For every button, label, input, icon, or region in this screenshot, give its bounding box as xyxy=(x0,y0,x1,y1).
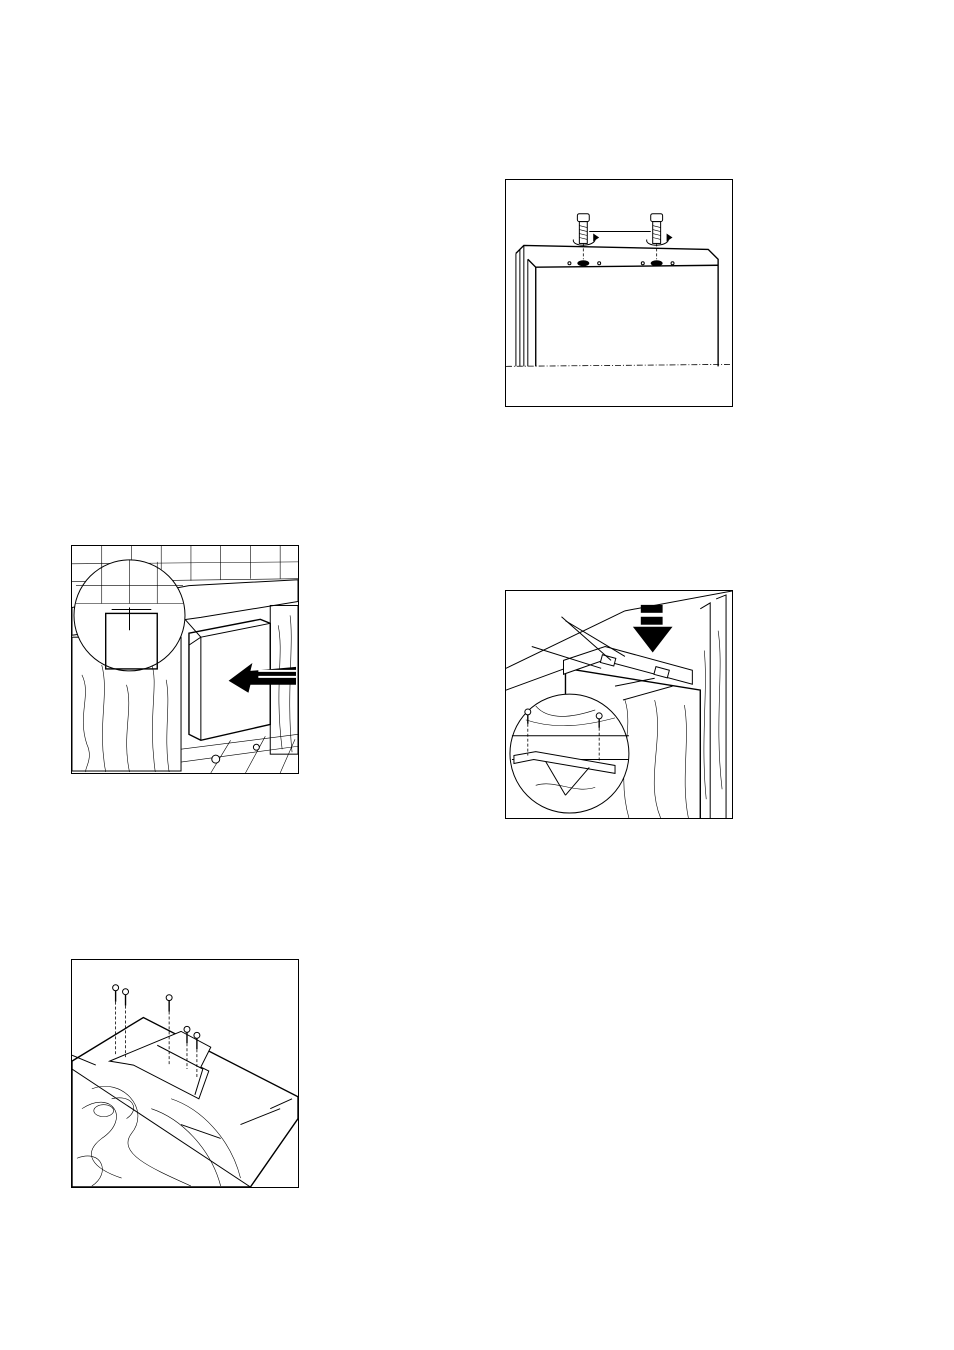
screw-icon xyxy=(577,214,662,244)
top-fixing-screws-drawing xyxy=(506,180,732,406)
top-screws-illustration xyxy=(505,179,733,407)
detail-magnifier xyxy=(74,560,201,671)
cabinet-outline xyxy=(516,245,718,366)
installation-illustration xyxy=(71,545,299,774)
wood-grain-left xyxy=(82,663,169,772)
door-bracket-screws-drawing xyxy=(72,960,298,1187)
door-panel-mounting-drawing xyxy=(506,591,732,818)
detail-magnifier xyxy=(510,694,629,813)
floor-tiles xyxy=(181,734,298,773)
hinge-bracket-illustration xyxy=(71,959,299,1188)
cabinet-front-edge xyxy=(528,259,718,267)
wood-grain-panel xyxy=(77,1086,241,1186)
appliance-slide-in-drawing xyxy=(72,546,298,773)
push-arrow-icon xyxy=(229,663,296,693)
door-mounting-illustration xyxy=(505,590,733,819)
push-arrow-icon xyxy=(633,605,673,653)
